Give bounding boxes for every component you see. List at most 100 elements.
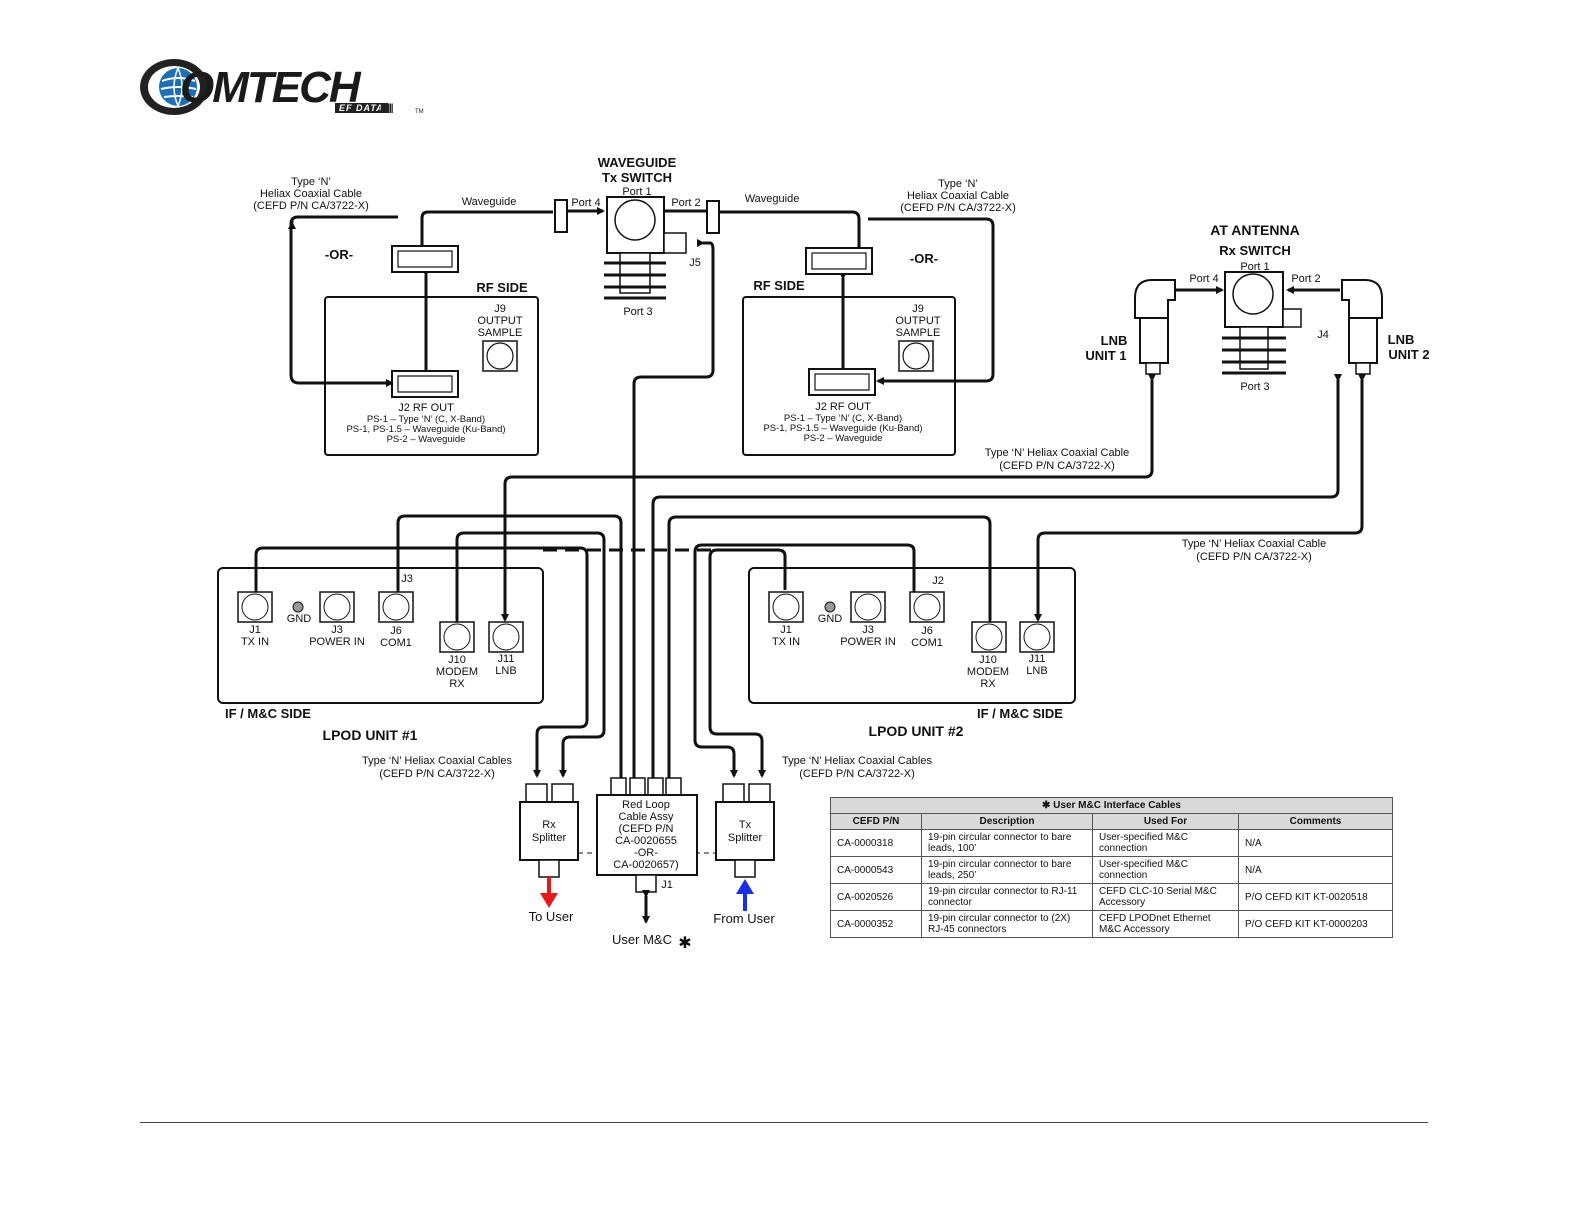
lnb-unit-1 <box>1134 279 1176 375</box>
cell-pn: CA-0020526 <box>830 883 922 911</box>
u1-j3: J3 <box>331 624 343 636</box>
cell-comments: N/A <box>1238 829 1393 857</box>
header-pn: CEFD P/N <box>830 813 922 830</box>
rf-side-unit2 <box>742 247 956 456</box>
heliax-right-1: Type ‘N’ <box>938 178 978 190</box>
j2-line3-1: PS-2 – Waveguide <box>387 434 466 445</box>
waveguide-left-label: Waveguide <box>462 196 517 208</box>
rf-side-label-1: RF SIDE <box>476 280 528 295</box>
globe-icon <box>140 59 208 115</box>
cable-lnb2-j11-unit2 <box>1034 374 1366 622</box>
rf-side-unit1 <box>324 245 539 456</box>
u2-j1: J1 <box>780 624 792 636</box>
rx-splitter-2: Splitter <box>532 832 567 844</box>
j9-2-a: J9 <box>912 303 924 315</box>
cell-comments: P/O CEFD KIT KT-0020518 <box>1238 883 1393 911</box>
waveguide-right <box>719 210 861 252</box>
table-row: CA-0000318 19-pin circular connector to … <box>830 829 1393 857</box>
or-left: -OR- <box>325 247 353 262</box>
tx-port1: Port 1 <box>622 186 651 198</box>
heliax-a-1: Type ‘N’ Heliax Coaxial Cable <box>985 447 1130 459</box>
cell-description: 19-pin circular connector to bare leads,… <box>921 856 1093 884</box>
lpod-unit1-if-panel <box>217 567 544 704</box>
logo-wordmark: OMTECH <box>180 63 361 112</box>
heliax-a-2: (CEFD P/N CA/3722-X) <box>999 460 1115 472</box>
u1-txin: TX IN <box>241 636 269 648</box>
j2-title-2: J2 RF OUT <box>815 401 871 413</box>
heliax-b-1: Type ‘N’ Heliax Coaxial Cable <box>1182 538 1327 550</box>
logo-tm: TM <box>415 109 424 115</box>
u2-gnd: GND <box>818 613 843 625</box>
heliax-right-2: Heliax Coaxial Cable <box>907 190 1009 202</box>
cell-comments: P/O CEFD KIT KT-0000203 <box>1238 910 1393 938</box>
waveguide-left <box>420 210 553 249</box>
rx-port4: Port 4 <box>1189 273 1218 285</box>
cable-unit2-j1 <box>708 548 787 778</box>
j2-line2-1: PS-1, PS-1.5 – Waveguide (Ku-Band) <box>346 424 505 435</box>
table-row: CA-0000352 19-pin circular connector to … <box>830 910 1393 938</box>
cell-used-for: CEFD CLC-10 Serial M&C Accessory <box>1092 883 1239 911</box>
heliax-left-1: Type ‘N’ <box>291 176 331 188</box>
rx-port2: Port 2 <box>1291 273 1320 285</box>
rx-port1: Port 1 <box>1240 261 1269 273</box>
lnb-unit-2 <box>1341 279 1383 375</box>
header-used-for: Used For <box>1092 813 1239 830</box>
tx-splitter-2: Splitter <box>728 832 763 844</box>
red-loop-1: Red Loop <box>622 799 670 811</box>
to-user-label: To User <box>529 909 574 924</box>
heliax-left-3: (CEFD P/N CA/3722-X) <box>253 200 369 212</box>
lpod-unit2-if-panel <box>748 567 1076 704</box>
from-user-label: From User <box>713 911 775 926</box>
heliax-cables-right-1: Type ‘N’ Heliax Coaxial Cables <box>782 755 932 767</box>
rx-port3: Port 3 <box>1240 381 1269 393</box>
lpod2-title: LPOD UNIT #2 <box>869 723 964 739</box>
from-user-arrow-icon <box>736 879 754 894</box>
heliax-right-3: (CEFD P/N CA/3722-X) <box>900 202 1016 214</box>
rx-splitter-1: Rx <box>542 819 556 831</box>
j2-line1-2: PS-1 – Type ‘N’ (C, X-Band) <box>784 413 902 424</box>
cable-unit1-j1 <box>252 546 589 778</box>
j2-title-1: J2 RF OUT <box>398 402 454 414</box>
rx-switch-title2: Rx SWITCH <box>1219 243 1291 258</box>
comtech-logo: OMTECH EF DATA ||||||| TM <box>140 55 430 125</box>
table-row: CA-0000543 19-pin circular connector to … <box>830 856 1393 884</box>
u2-j3: J3 <box>862 624 874 636</box>
lnb2-label-1: LNB <box>1388 332 1415 347</box>
tx-port2: Port 2 <box>671 197 700 209</box>
tx-port3: Port 3 <box>623 306 652 318</box>
red-loop-cable-assy <box>596 777 698 924</box>
logo-subtitle: EF DATA <box>335 103 388 113</box>
waveguide-right-label: Waveguide <box>745 193 800 205</box>
u2-j6: J6 <box>921 625 933 637</box>
j2-line3-2: PS-2 – Waveguide <box>804 433 883 444</box>
lpod1-title: LPOD UNIT #1 <box>323 727 418 743</box>
u2-if-side: IF / M&C SIDE <box>977 706 1063 721</box>
footer-divider <box>140 1122 1428 1123</box>
u1-j1: J1 <box>249 624 261 636</box>
or-right: -OR- <box>910 251 938 266</box>
asterisk-icon: ✱ <box>678 935 691 952</box>
u1-if-side: IF / M&C SIDE <box>225 706 311 721</box>
cell-used-for: User-specified M&C connection <box>1092 829 1239 857</box>
red-loop-4: CA-0020655 <box>615 835 677 847</box>
logo-bars: ||||||| <box>380 103 394 114</box>
tx-switch-title1: WAVEGUIDE <box>598 155 677 170</box>
j2-line1-1: PS-1 – Type ‘N’ (C, X-Band) <box>367 414 485 425</box>
u1-j3-tag: J3 <box>401 573 413 585</box>
j9-2-b: OUTPUT <box>895 315 941 327</box>
u2-txin: TX IN <box>772 636 800 648</box>
j9-1-c: SAMPLE <box>478 327 523 339</box>
j9-1-b: OUTPUT <box>477 315 523 327</box>
cell-used-for: CEFD LPODnet Ethernet M&C Accessory <box>1092 910 1239 938</box>
cell-description: 19-pin circular connector to bare leads,… <box>921 829 1093 857</box>
rf-side-label-2: RF SIDE <box>753 278 805 293</box>
u2-j10: J10 <box>979 654 997 666</box>
u2-modem: MODEM <box>967 666 1009 678</box>
red-loop-3: (CEFD P/N <box>619 823 674 835</box>
to-user-arrow-icon <box>540 893 558 908</box>
cell-description: 19-pin circular connector to (2X) RJ-45 … <box>921 910 1093 938</box>
u1-j10: J10 <box>448 654 466 666</box>
u2-j2-tag: J2 <box>932 575 944 587</box>
user-mc-label: User M&C <box>612 932 672 947</box>
